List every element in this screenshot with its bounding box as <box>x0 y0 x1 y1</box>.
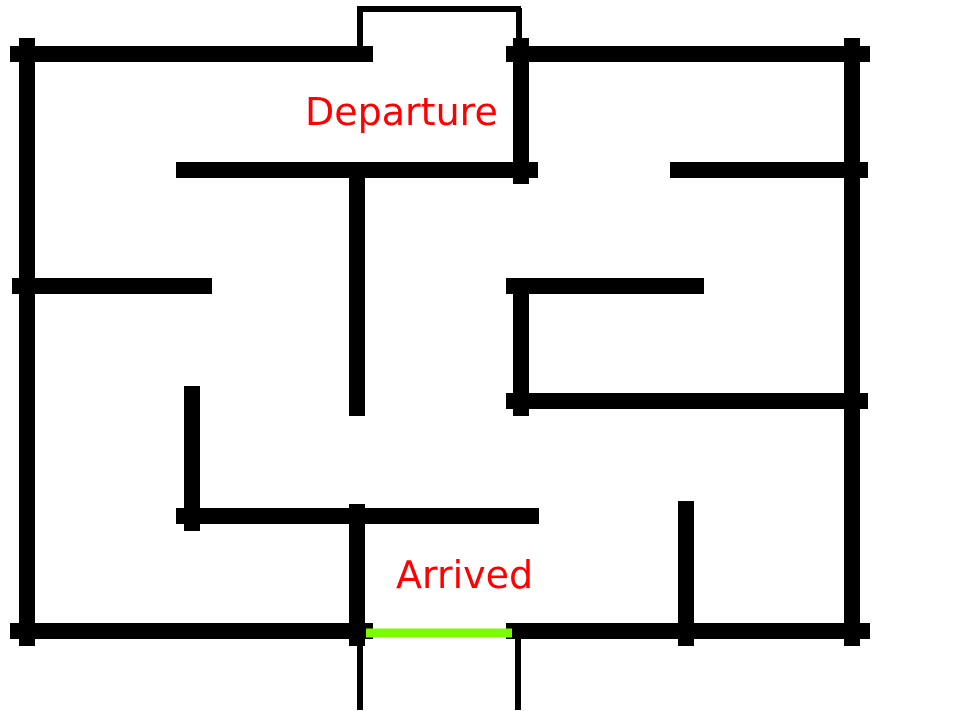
entrance-passage <box>357 6 522 50</box>
exit-passage <box>357 632 521 710</box>
arrived-label: Arrived <box>396 553 534 597</box>
maze-walls <box>10 38 870 646</box>
departure-label: Departure <box>305 90 498 134</box>
